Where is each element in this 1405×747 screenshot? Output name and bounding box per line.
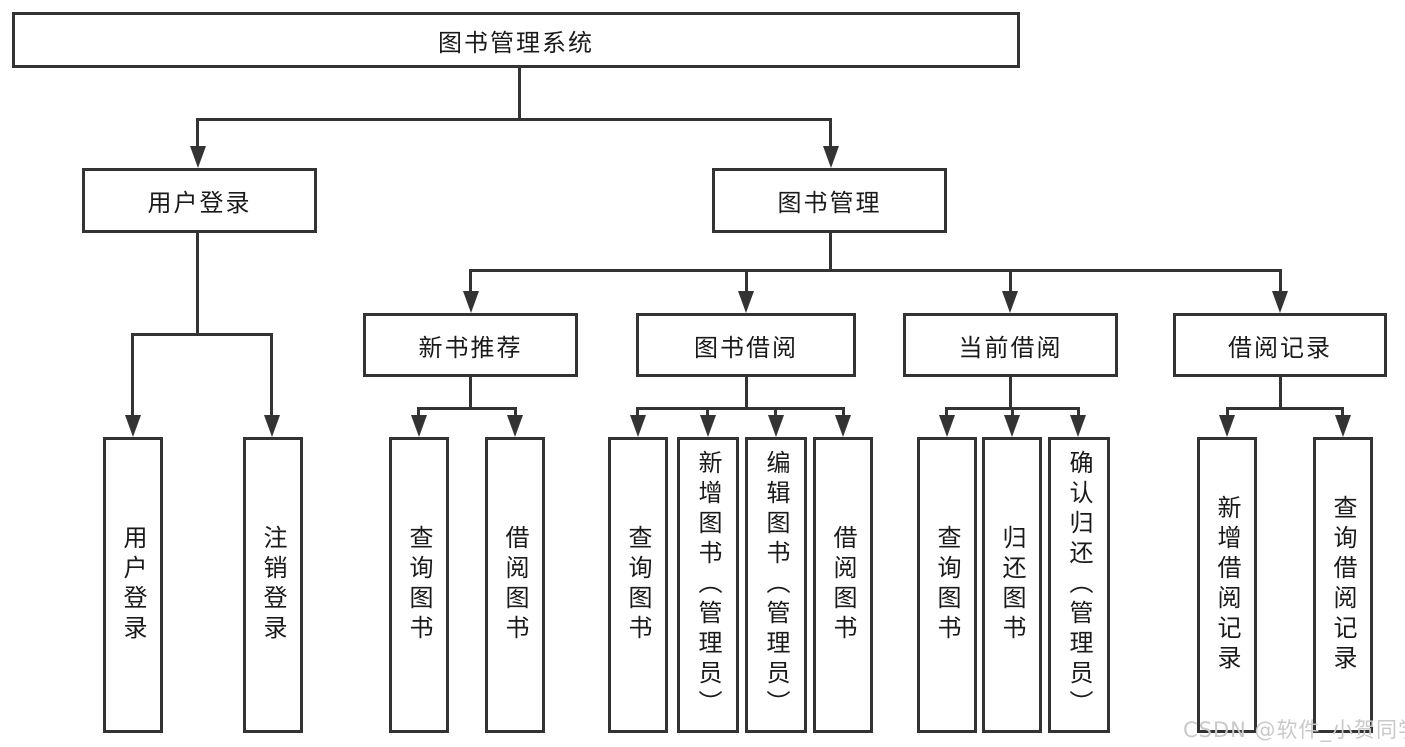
connector-line bbox=[636, 407, 845, 410]
connector-line bbox=[1226, 407, 1229, 419]
arrowhead-icon bbox=[125, 415, 141, 437]
leaf-user-login: 用户登录 bbox=[103, 437, 163, 733]
leaf-add-books-admin: 新增图书（管理员） bbox=[677, 437, 739, 733]
connector-line bbox=[196, 233, 199, 336]
node-label: 新增借阅记录 bbox=[1213, 495, 1241, 675]
connector-line bbox=[196, 118, 199, 148]
node-label: 当前借阅 bbox=[958, 333, 1063, 362]
arrowhead-icon bbox=[823, 146, 839, 168]
node-new-book-recommend: 新书推荐 bbox=[363, 313, 578, 377]
arrowhead-icon bbox=[411, 415, 427, 437]
connector-line bbox=[518, 66, 521, 120]
node-label: 查询图书 bbox=[405, 525, 433, 645]
connector-line bbox=[636, 407, 639, 419]
leaf-query-borrow-record: 查询借阅记录 bbox=[1313, 437, 1373, 733]
arrowhead-icon bbox=[1070, 415, 1086, 437]
arrowhead-icon bbox=[190, 146, 206, 168]
arrowhead-icon bbox=[1219, 415, 1235, 437]
leaf-borrow-books-recommend: 借阅图书 bbox=[485, 437, 545, 733]
connector-line bbox=[1341, 407, 1344, 419]
node-label: 图书管理系统 bbox=[438, 28, 594, 57]
node-label: 图书借阅 bbox=[694, 333, 798, 362]
connector-line bbox=[1226, 407, 1344, 410]
node-label: 编辑图书（管理员） bbox=[762, 450, 790, 720]
connector-line bbox=[945, 407, 948, 419]
node-label: 图书管理 bbox=[777, 189, 882, 217]
connector-line bbox=[706, 407, 709, 419]
leaf-query-books-recommend: 查询图书 bbox=[389, 437, 449, 733]
connector-line bbox=[1077, 407, 1080, 419]
leaf-return-books: 归还图书 bbox=[982, 437, 1042, 733]
connector-line bbox=[469, 269, 472, 295]
arrowhead-icon bbox=[700, 415, 716, 437]
connector-line bbox=[131, 333, 134, 417]
connector-line bbox=[745, 269, 748, 295]
node-borrowing-records: 借阅记录 bbox=[1173, 313, 1387, 377]
node-current-borrowing: 当前借阅 bbox=[903, 313, 1118, 377]
node-label: 注销登录 bbox=[259, 525, 287, 645]
connector-line bbox=[417, 407, 517, 410]
connector-line bbox=[1009, 377, 1012, 410]
node-book-management: 图书管理 bbox=[712, 168, 947, 233]
node-label: 用户登录 bbox=[147, 189, 252, 217]
connector-line bbox=[1011, 407, 1014, 419]
arrowhead-icon bbox=[1335, 415, 1351, 437]
connector-line bbox=[829, 118, 832, 148]
arrowhead-icon bbox=[630, 415, 646, 437]
arrowhead-icon bbox=[463, 291, 479, 313]
connector-line bbox=[469, 377, 472, 410]
node-label: 确认归还（管理员） bbox=[1065, 450, 1093, 720]
node-label: 查询图书 bbox=[933, 525, 961, 645]
node-book-borrowing: 图书借阅 bbox=[636, 313, 856, 377]
node-label: 借阅记录 bbox=[1228, 333, 1332, 362]
node-library-management-system: 图书管理系统 bbox=[12, 12, 1020, 68]
node-user-login: 用户登录 bbox=[82, 168, 317, 233]
arrowhead-icon bbox=[264, 415, 280, 437]
node-label: 查询借阅记录 bbox=[1329, 495, 1357, 675]
connector-line bbox=[829, 233, 832, 272]
csdn-watermark: CSDN @软件_小贺同学 bbox=[1183, 718, 1405, 742]
connector-line bbox=[131, 333, 273, 336]
leaf-query-books-current: 查询图书 bbox=[917, 437, 977, 733]
arrowhead-icon bbox=[939, 415, 955, 437]
connector-line bbox=[1279, 269, 1282, 295]
connector-line bbox=[196, 118, 832, 121]
leaf-add-borrow-record: 新增借阅记录 bbox=[1197, 437, 1257, 733]
node-label: 归还图书 bbox=[998, 525, 1026, 645]
node-label: 用户登录 bbox=[119, 525, 147, 645]
connector-line bbox=[417, 407, 420, 419]
node-label: 查询图书 bbox=[624, 525, 652, 645]
node-label: 借阅图书 bbox=[501, 525, 529, 645]
connector-line bbox=[774, 407, 777, 419]
arrowhead-icon bbox=[738, 291, 754, 313]
arrowhead-icon bbox=[1002, 291, 1018, 313]
leaf-confirm-return-admin: 确认归还（管理员） bbox=[1048, 437, 1110, 733]
leaf-logout: 注销登录 bbox=[243, 437, 303, 733]
node-label: 新书推荐 bbox=[418, 333, 523, 362]
leaf-borrow-books: 借阅图书 bbox=[813, 437, 873, 733]
arrowhead-icon bbox=[835, 415, 851, 437]
connector-line bbox=[514, 407, 517, 419]
node-label: 新增图书（管理员） bbox=[694, 450, 722, 720]
arrowhead-icon bbox=[1272, 291, 1288, 313]
connector-line bbox=[745, 377, 748, 410]
arrowhead-icon bbox=[507, 415, 523, 437]
leaf-query-books-borrow: 查询图书 bbox=[608, 437, 668, 733]
connector-line bbox=[1279, 377, 1282, 410]
connector-line bbox=[469, 269, 1282, 272]
arrowhead-icon bbox=[1004, 415, 1020, 437]
leaf-edit-books-admin: 编辑图书（管理员） bbox=[745, 437, 807, 733]
arrowhead-icon bbox=[768, 415, 784, 437]
connector-line bbox=[842, 407, 845, 419]
node-label: 借阅图书 bbox=[829, 525, 857, 645]
connector-line bbox=[1009, 269, 1012, 295]
connector-line bbox=[270, 333, 273, 417]
